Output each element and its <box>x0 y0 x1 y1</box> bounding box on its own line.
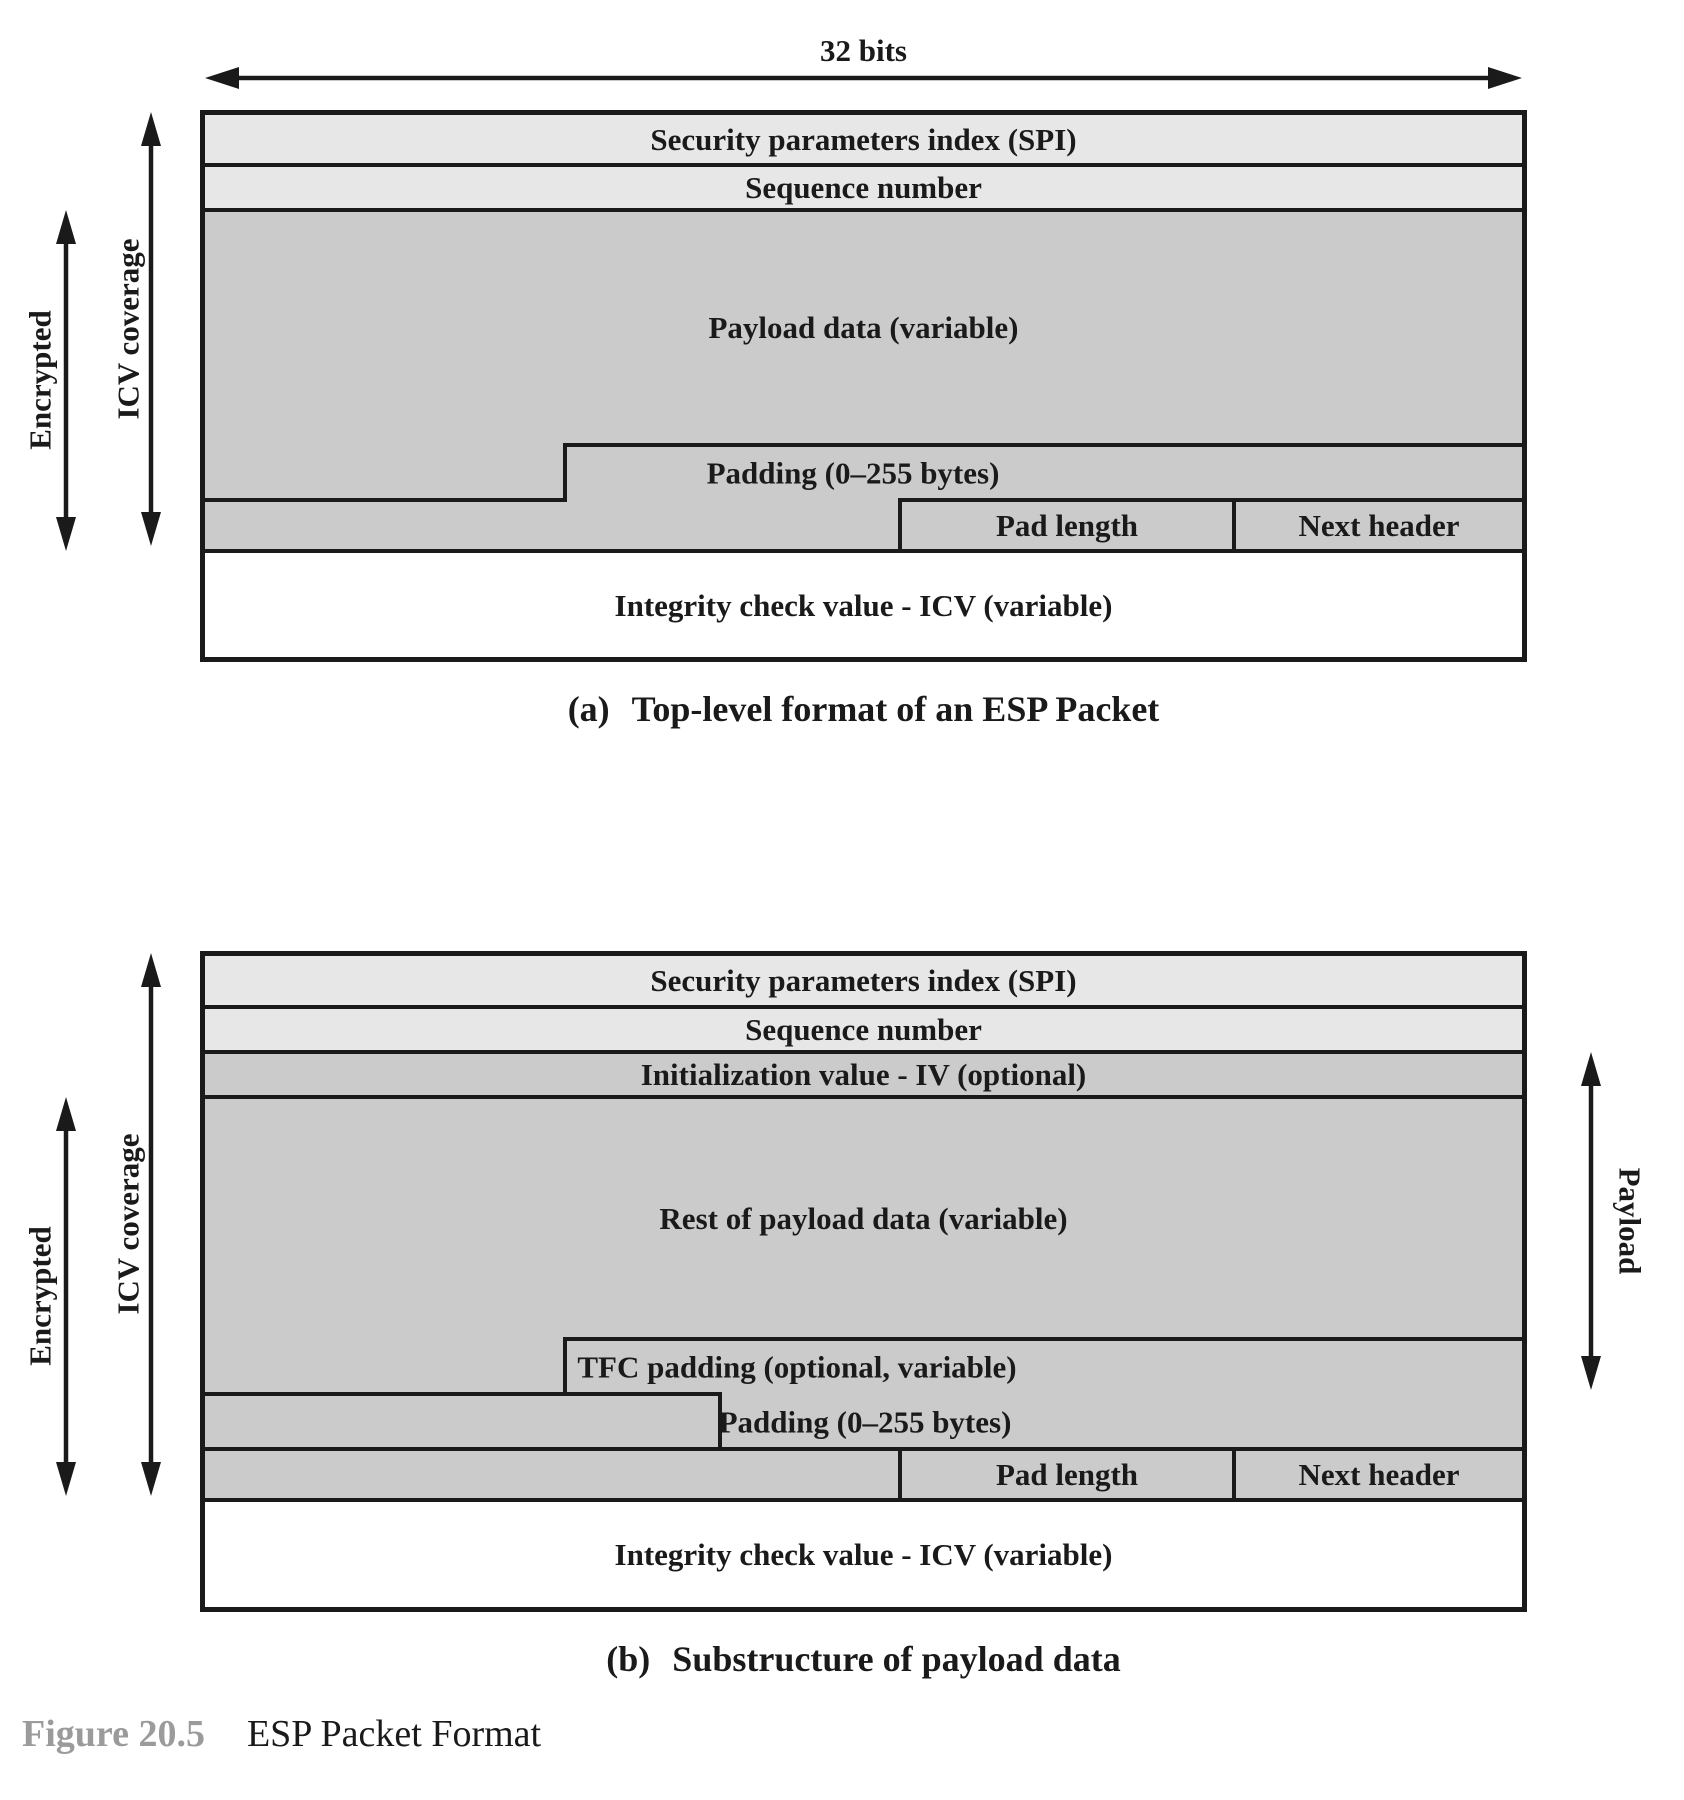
field-sequence-label-a: Sequence number <box>745 170 982 205</box>
caption-a-text: Top-level format of an ESP Packet <box>631 689 1160 729</box>
figure-title: ESP Packet Format <box>246 1713 542 1755</box>
icv-coverage-label-a: ICV coverage <box>110 238 146 420</box>
field-pad-length-a: Pad length <box>898 498 1232 549</box>
field-pad-length-label-a: Pad length <box>995 508 1139 543</box>
padding-step-vertical-line-a <box>563 443 567 502</box>
field-payload-data-a: Payload data (variable) <box>205 212 1522 443</box>
padding-step-top-line-a <box>563 443 1522 447</box>
figure-number: Figure 20.5 <box>22 1713 205 1755</box>
tfc-step-vertical-line-b <box>563 1337 567 1396</box>
caption-b: (b) Substructure of payload data <box>200 1638 1527 1680</box>
field-sequence-label-b: Sequence number <box>745 1012 982 1047</box>
field-pad-length-label-b: Pad length <box>995 1457 1139 1492</box>
field-payload-data-label-a: Payload data (variable) <box>708 310 1019 345</box>
padding-step-top-line-b <box>205 1392 722 1396</box>
encrypted-label-b: Encrypted <box>22 1226 58 1366</box>
icv-coverage-arrow-b <box>141 953 161 1496</box>
encrypted-label-a: Encrypted <box>22 310 58 450</box>
payload-label-b: Payload <box>1612 1167 1648 1275</box>
field-spi-label-b: Security parameters index (SPI) <box>650 963 1077 998</box>
encrypted-region-bottom-line-b <box>205 1498 1522 1502</box>
encrypted-arrow-a <box>56 210 76 551</box>
field-sequence-a: Sequence number <box>205 167 1522 212</box>
caption-b-label: (b) <box>606 1639 651 1679</box>
field-next-header-label-a: Next header <box>1298 508 1460 543</box>
esp-packet-box-b: Security parameters index (SPI) Sequence… <box>200 951 1527 1612</box>
field-padding-label-a: Padding (0–255 bytes) <box>706 455 1000 491</box>
icv-coverage-label-b: ICV coverage <box>110 1133 146 1315</box>
field-iv-b: Initialization value - IV (optional) <box>205 1054 1522 1099</box>
field-next-header-b: Next header <box>1232 1447 1522 1498</box>
caption-b-text: Substructure of payload data <box>672 1639 1121 1679</box>
tfc-step-top-line-b <box>563 1337 1522 1341</box>
payload-arrow-b <box>1581 1052 1601 1390</box>
esp-packet-box-a: Security parameters index (SPI) Sequence… <box>200 110 1527 662</box>
field-icv-b: Integrity check value - ICV (variable) <box>205 1502 1522 1607</box>
payload-left-bottom-line-a <box>205 498 567 502</box>
field-rest-payload-label-b: Rest of payload data (variable) <box>659 1200 1068 1236</box>
field-sequence-b: Sequence number <box>205 1009 1522 1054</box>
caption-a: (a) Top-level format of an ESP Packet <box>200 688 1527 730</box>
field-padding-label-b: Padding (0–255 bytes) <box>718 1404 1012 1440</box>
field-icv-a: Integrity check value - ICV (variable) <box>205 553 1522 657</box>
icv-coverage-arrow-a <box>141 112 161 546</box>
field-spi-b: Security parameters index (SPI) <box>205 956 1522 1009</box>
caption-a-label: (a) <box>567 689 610 729</box>
field-next-header-label-b: Next header <box>1298 1457 1460 1492</box>
field-icv-label-b: Integrity check value - ICV (variable) <box>614 1537 1113 1572</box>
width-arrow <box>205 67 1522 89</box>
encrypted-region-bottom-line-a <box>205 549 1522 553</box>
payload-left-bottom-line-b <box>205 1447 902 1451</box>
field-iv-label-b: Initialization value - IV (optional) <box>640 1057 1087 1092</box>
figure-caption: Figure 20.5 ESP Packet Format <box>22 1712 541 1756</box>
field-next-header-a: Next header <box>1232 498 1522 549</box>
bits-width-label: 32 bits <box>820 33 907 68</box>
field-spi-label-a: Security parameters index (SPI) <box>650 121 1077 157</box>
encrypted-arrow-b <box>56 1097 76 1496</box>
padding-step-vertical-line-b <box>718 1392 722 1451</box>
field-rest-payload-b: Rest of payload data (variable) <box>205 1099 1522 1337</box>
field-spi-a: Security parameters index (SPI) <box>205 115 1522 167</box>
field-pad-length-b: Pad length <box>898 1447 1232 1498</box>
field-icv-label-a: Integrity check value - ICV (variable) <box>614 587 1113 623</box>
field-tfc-padding-label-b: TFC padding (optional, variable) <box>577 1349 1017 1385</box>
